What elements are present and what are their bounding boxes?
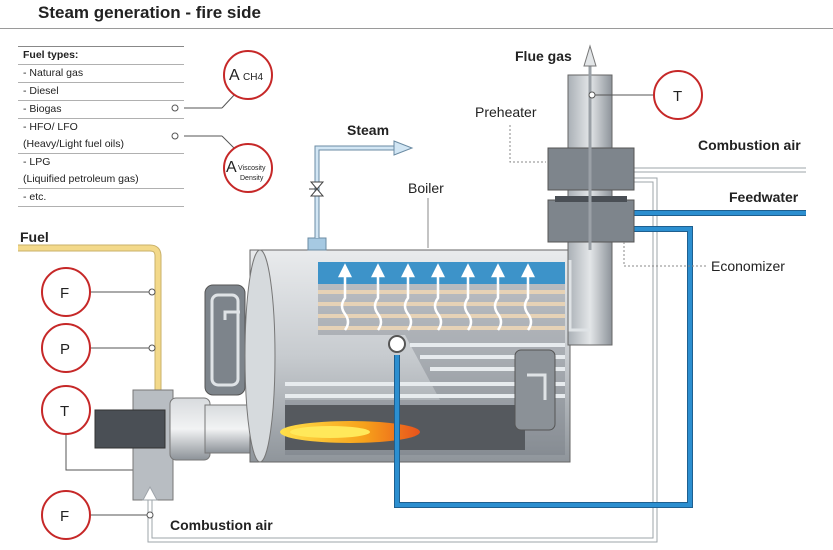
heat-arrow-head — [460, 263, 476, 278]
fuel-type-item: (Heavy/Light fuel oils) — [18, 136, 184, 154]
burner — [94, 389, 256, 501]
fuel-type-item: (Liquified petroleum gas) — [18, 171, 184, 189]
ch4-analyzer-subscript: CH4 — [243, 72, 263, 83]
boiler-label: Boiler — [408, 180, 444, 196]
viscosity-analyzer-letter: A — [226, 159, 237, 176]
heat-arrow — [373, 272, 383, 331]
fuel-type-item: - Natural gas — [18, 65, 184, 83]
fuel-type-item: - etc. — [18, 189, 184, 207]
page-title: Steam generation - fire side — [38, 3, 261, 22]
preheater-label: Preheater — [475, 104, 537, 120]
combustion-air-bottom-label: Combustion air — [170, 517, 273, 533]
heat-arrow — [463, 272, 473, 331]
preheater-leader — [509, 125, 546, 163]
heat-arrow-head — [370, 263, 386, 278]
heat-arrow — [523, 272, 533, 331]
fuel-type-item: - Biogas — [18, 101, 184, 119]
fuel-temperature-letter: T — [60, 403, 69, 420]
fuel-label: Fuel — [20, 229, 49, 245]
fuel-types-heading: Fuel types: — [18, 47, 184, 65]
fuel-types-table: Fuel types: - Natural gas - Diesel - Bio… — [18, 46, 184, 207]
combustion-air-flow-letter: F — [60, 508, 69, 525]
steam-line — [307, 140, 414, 251]
flue-gas-stack — [547, 44, 635, 346]
fuel-type-item: - LPG — [23, 156, 51, 168]
steam-label: Steam — [347, 122, 389, 138]
combustion-air-top-label: Combustion air — [698, 137, 801, 153]
fuel-pressure-letter: P — [60, 341, 70, 358]
economizer-leader — [623, 242, 707, 267]
heat-arrows — [337, 263, 536, 331]
heat-arrow — [433, 272, 443, 331]
economizer-label: Economizer — [711, 258, 785, 274]
fuel-type-item: - Diesel — [18, 83, 184, 101]
viscosity-label: Viscosity — [238, 165, 266, 172]
flue-temperature-instrument: T — [588, 70, 703, 120]
heat-arrow-head — [430, 263, 446, 278]
heat-arrow-head — [337, 263, 353, 278]
fuel-pressure-instrument: P — [41, 323, 156, 373]
title-divider — [0, 28, 833, 29]
combustion-air-flow-instrument: F — [41, 490, 154, 540]
heat-arrow — [403, 272, 413, 331]
density-label: Density — [240, 175, 264, 182]
boiler-shell — [204, 249, 571, 463]
fuel-table-leaders — [171, 92, 237, 151]
flue-gas-label: Flue gas — [515, 48, 572, 64]
viscosity-analyzer: A Viscosity Density — [223, 143, 273, 193]
fuel-flow-letter: F — [60, 285, 69, 302]
fuel-type-item: - HFO/ LFO — [23, 121, 78, 133]
feedwater-label: Feedwater — [729, 189, 799, 205]
flue-temperature-letter: T — [673, 88, 682, 105]
heat-arrow — [493, 272, 503, 331]
ch4-analyzer-letter: A — [229, 67, 240, 84]
heat-arrow-head — [490, 263, 506, 278]
ch4-analyzer: A CH4 — [223, 50, 273, 100]
heat-arrow-head — [520, 263, 536, 278]
heat-arrow — [340, 272, 350, 331]
fuel-flow-instrument: F — [41, 267, 156, 317]
heat-arrow-head — [400, 263, 416, 278]
